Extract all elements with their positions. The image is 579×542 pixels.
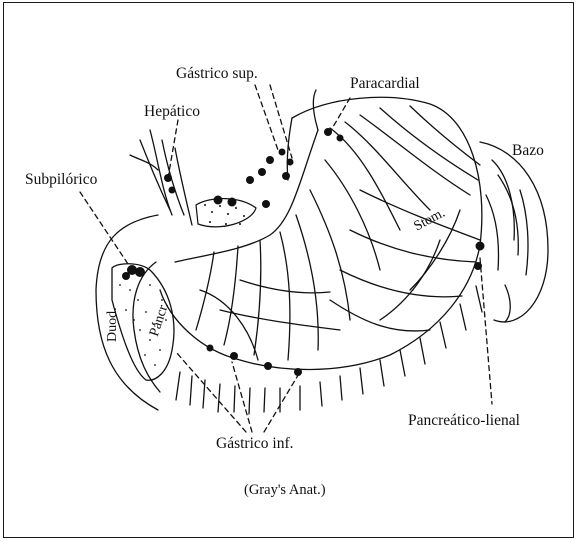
- label-paracardial: Paracardial: [350, 76, 420, 92]
- leader-subpilorico: [80, 192, 132, 270]
- leader-pancreatico-lienal: [480, 258, 492, 404]
- label-hepatico: Hepático: [144, 104, 200, 120]
- lymph-nodes: [122, 128, 485, 376]
- label-pancreatico-lienal: Pancreático-lienal: [408, 413, 520, 429]
- hepatic-mass: [204, 204, 245, 225]
- label-gastrico-inf: Gástrico inf.: [216, 436, 293, 452]
- leader-gastrico-inf-3: [176, 352, 246, 432]
- leader-hepatico: [168, 120, 178, 178]
- label-gastrico-sup: Gástrico sup.: [176, 66, 258, 82]
- leader-gastrico-sup-1: [255, 85, 278, 150]
- leader-gastrico-sup-2: [270, 85, 292, 158]
- stomach-greater-curvature: [160, 97, 482, 369]
- esophagus-right: [313, 90, 318, 130]
- figure-caption: (Gray's Anat.): [244, 483, 326, 498]
- label-bazo: Bazo: [512, 143, 544, 159]
- label-subpilorico: Subpilórico: [25, 172, 97, 188]
- label-duod: Duod.: [106, 307, 120, 342]
- stomach-lesser-curvature: [175, 130, 318, 262]
- leader-gastrico-inf-2: [264, 372, 300, 432]
